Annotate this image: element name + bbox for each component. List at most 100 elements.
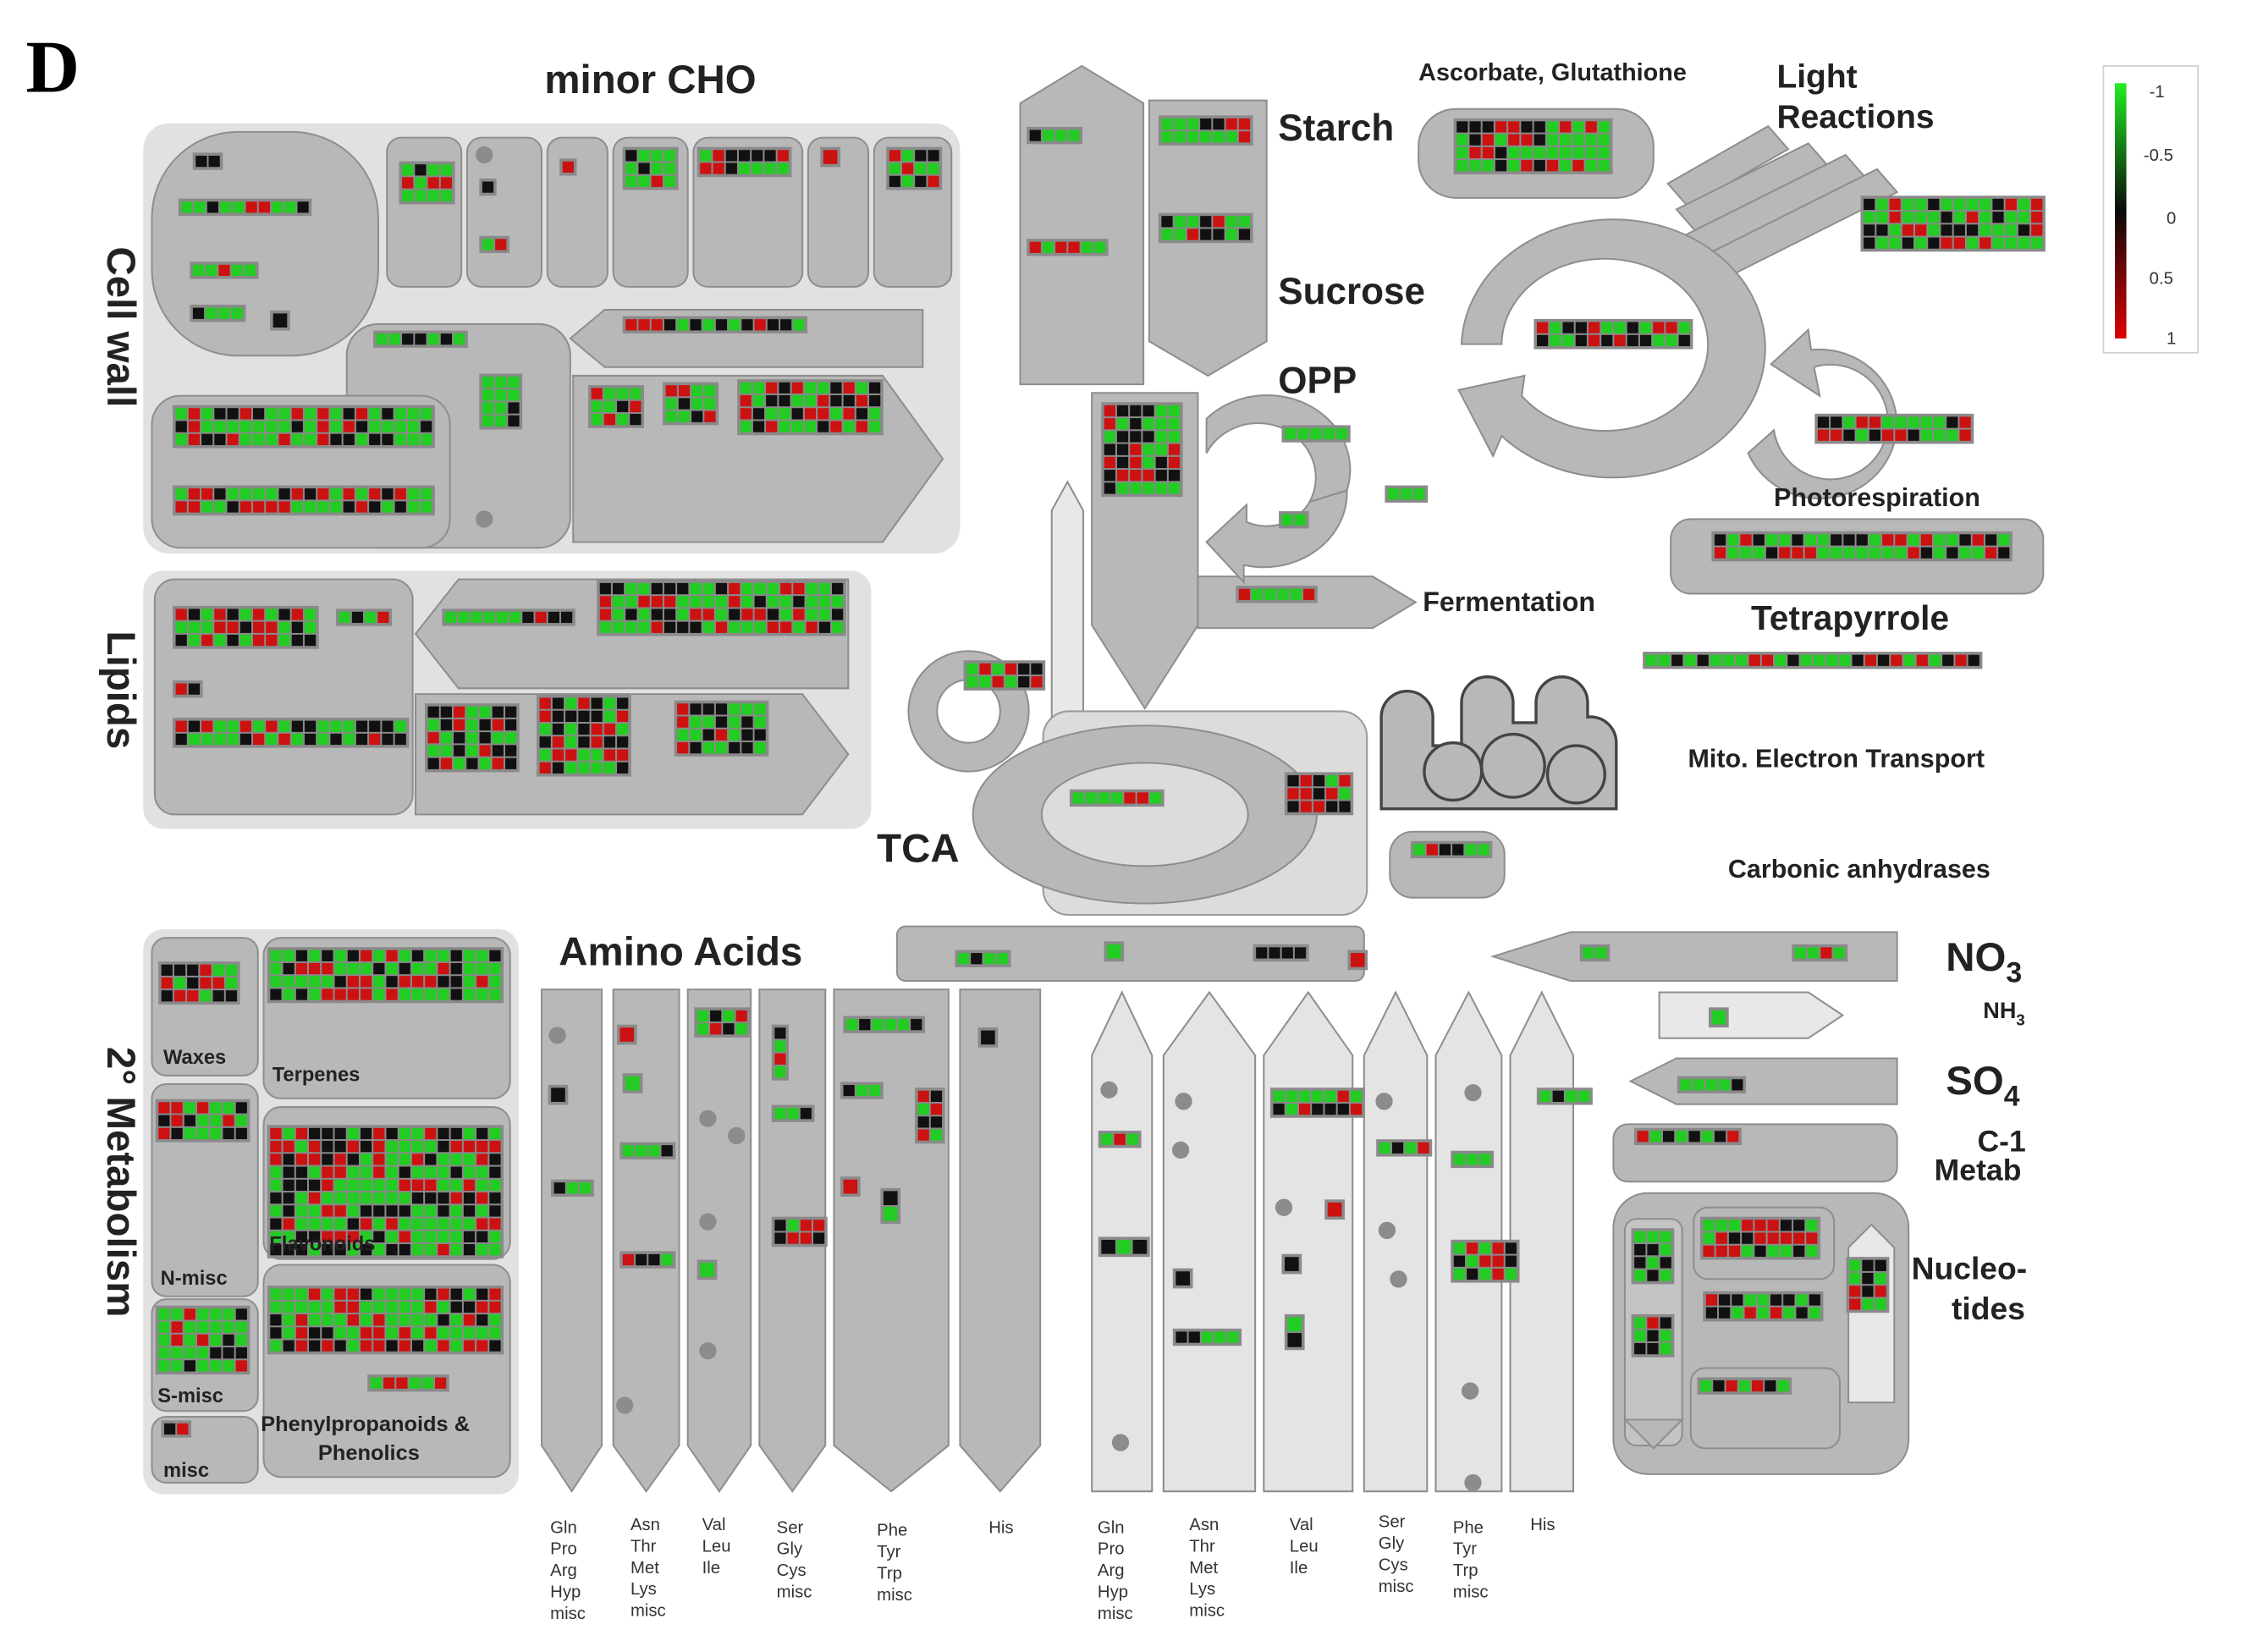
bin-cell <box>253 488 265 500</box>
bin-cell <box>223 1308 234 1320</box>
bin-cell <box>347 1340 359 1352</box>
bin-cell <box>700 162 712 174</box>
bin-cell <box>1401 488 1412 500</box>
bin-cell <box>729 596 741 608</box>
bin-cell <box>702 729 714 741</box>
bin-cell <box>1793 1245 1805 1257</box>
bin-cell <box>343 720 355 732</box>
bin-cell <box>373 1327 385 1339</box>
bin-cell <box>1300 774 1312 787</box>
bin-cell <box>741 703 753 715</box>
bin-cell <box>171 1347 183 1359</box>
bin-cell <box>175 488 187 500</box>
bin-cell <box>1479 1242 1491 1254</box>
bin-cell <box>450 1340 462 1352</box>
bin-cell <box>1225 118 1237 130</box>
bin-cell <box>1323 427 1335 440</box>
bin-cell <box>438 1244 449 1256</box>
bin-cell <box>617 697 629 709</box>
bin-cell <box>317 488 329 500</box>
bin-cell <box>1104 456 1115 469</box>
bin-cell <box>619 1027 635 1042</box>
bin-cell <box>677 621 689 633</box>
bin-cell <box>1533 134 1545 146</box>
bin-cell <box>450 1192 462 1204</box>
bin-cell <box>1634 1330 1646 1341</box>
bin-cell <box>1379 1142 1390 1154</box>
bin-cell <box>2005 198 2017 211</box>
bin-cell <box>394 720 406 732</box>
bin-cell <box>304 634 317 647</box>
bin-cell <box>382 501 394 513</box>
bin-cell <box>373 1127 385 1140</box>
bin-cell <box>425 1179 437 1192</box>
bin-cell <box>1826 654 1838 666</box>
bin-cell <box>1992 212 2004 223</box>
bin-cell <box>869 408 881 420</box>
bin-cell <box>1701 1131 1713 1143</box>
bin-cell <box>450 1205 462 1217</box>
bin-cell <box>1546 121 1559 133</box>
bin-cell <box>599 596 611 608</box>
bin-cell <box>1130 405 1142 417</box>
bin-cell <box>612 596 625 608</box>
bin-cell <box>1800 654 1812 666</box>
bin-cell <box>704 385 716 397</box>
bin-cell <box>1959 547 1971 559</box>
bin-cell <box>1238 131 1251 143</box>
label-light-reactions-line1: Light <box>1776 57 1858 95</box>
bin-cell <box>304 488 317 500</box>
bin-cell <box>489 962 501 975</box>
bin-cell <box>1174 229 1186 240</box>
bin-cell <box>1290 588 1302 600</box>
bin-cell <box>1882 429 1894 441</box>
bin-cell <box>1126 1133 1138 1145</box>
bin-cell-group <box>1703 1291 1824 1322</box>
bin-cell <box>347 1301 359 1313</box>
label-minor-cho: minor CHO <box>544 57 757 102</box>
bin-cell <box>1715 1232 1727 1244</box>
bin-cell <box>1116 443 1129 455</box>
bin-cell <box>754 703 766 715</box>
empty-bin-dot <box>699 1341 717 1360</box>
bin-cell <box>901 150 914 162</box>
bin-cell <box>270 1288 282 1300</box>
bin-cell <box>767 608 779 620</box>
bin-cell <box>223 1127 234 1140</box>
bin-cell <box>1688 1131 1700 1143</box>
bin-cell <box>322 1288 333 1300</box>
bin-cell <box>1817 416 1830 428</box>
bin-cell <box>1294 947 1307 959</box>
bin-cell <box>347 1166 359 1178</box>
bin-cell <box>702 621 714 633</box>
bin-cell <box>767 596 779 608</box>
bin-cell <box>1697 654 1709 666</box>
bin-cell-group <box>1324 1199 1345 1220</box>
bin-cell <box>450 1327 462 1339</box>
bin-cell <box>463 1327 476 1339</box>
bin-cell <box>278 408 290 420</box>
bin-cell-group <box>597 580 846 636</box>
bin-cell <box>377 611 389 624</box>
bin-cell-group <box>155 1305 251 1375</box>
bin-cell <box>872 1019 884 1031</box>
bin-cell <box>347 1314 359 1326</box>
bin-cell <box>1598 146 1611 159</box>
bin-cell-group <box>843 1016 925 1033</box>
bin-cell <box>1876 212 1888 223</box>
bin-cell <box>661 1253 673 1266</box>
bin-cell <box>399 1141 410 1153</box>
bin-cell <box>440 333 453 345</box>
bin-cell <box>450 1218 462 1230</box>
bin-cell-group <box>1631 1228 1675 1285</box>
bin-cell <box>1849 1272 1861 1285</box>
bin-cell-group <box>737 379 884 436</box>
bin-cell <box>208 156 220 168</box>
bin-cell <box>1174 131 1186 143</box>
bin-cell <box>603 710 616 722</box>
bin-cell <box>1985 547 1997 559</box>
bin-cell <box>830 408 842 420</box>
bin-cell <box>1116 456 1129 469</box>
bin-cell <box>1042 129 1054 141</box>
amino-group-label: Ser Gly Cys misc <box>776 1517 812 1602</box>
